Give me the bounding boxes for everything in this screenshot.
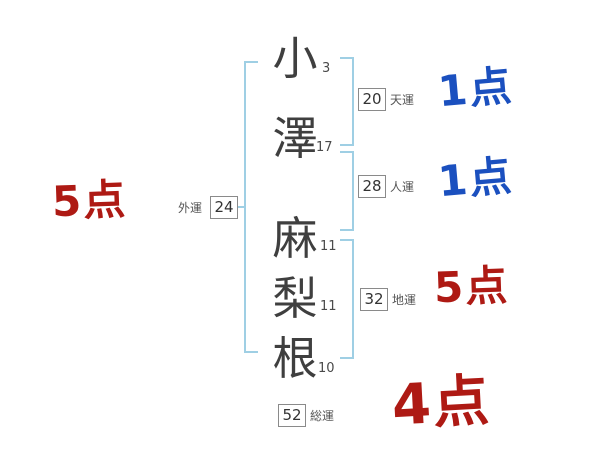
- stroke-count: 17: [316, 140, 333, 155]
- name-char: 澤: [272, 112, 318, 165]
- jin-un-value-box: 28: [358, 175, 386, 198]
- bracket-outer-left: [236, 61, 258, 353]
- bracket-jin: [340, 151, 354, 231]
- stroke-count: 11: [320, 239, 337, 254]
- stroke-count: 10: [318, 361, 335, 376]
- sou-un-value-box: 52: [278, 404, 306, 427]
- sou-un-score: 4点: [390, 368, 493, 439]
- name-char: 麻: [272, 212, 318, 265]
- ten-un-value-box: 20: [358, 88, 386, 111]
- ten-un-score: 1点: [435, 60, 516, 117]
- name-char: 梨: [272, 272, 318, 325]
- name-char: 小: [272, 32, 318, 85]
- sou-un-label: 総運: [310, 409, 335, 423]
- bracket-ten: [340, 57, 354, 146]
- name-char: 根: [272, 332, 318, 385]
- ten-un-label: 天運: [390, 93, 415, 107]
- gai-un-score: 5点: [51, 174, 129, 227]
- chi-un-value-box: 32: [360, 288, 388, 311]
- stroke-count: 11: [320, 299, 337, 314]
- stroke-count: 3: [322, 61, 331, 76]
- jin-un-label: 人運: [390, 180, 415, 194]
- chi-un-label: 地運: [392, 293, 417, 307]
- bracket-chi: [340, 239, 354, 359]
- chi-un-score: 5点: [433, 260, 511, 313]
- gai-un-value-box: 24: [210, 196, 238, 219]
- jin-un-score: 1点: [435, 150, 516, 207]
- gai-un-label: 外運: [178, 201, 203, 215]
